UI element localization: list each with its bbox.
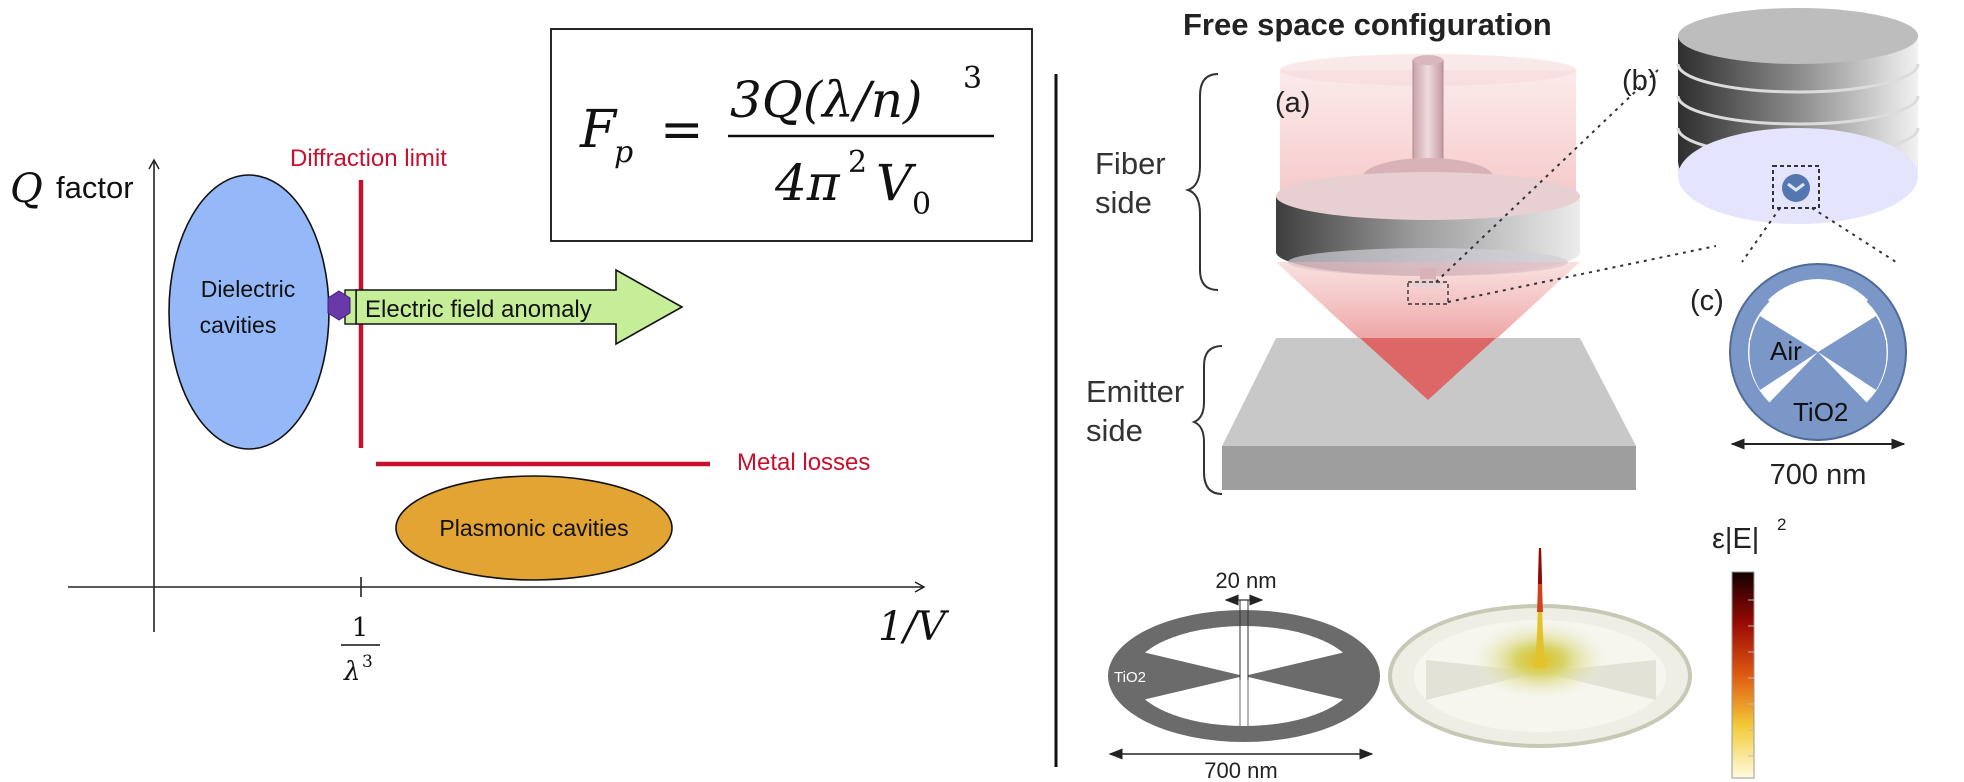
x-tick-denominator: λ [343, 657, 360, 687]
colorbar-label-sup: 2 [1777, 515, 1786, 534]
device-schematic: Free space configuration Fiber side Emit… [1086, 7, 1920, 782]
formula-equals: = [660, 100, 704, 160]
tio2-label-small: TiO2 [1114, 669, 1146, 686]
emitter-side-label-2: side [1086, 413, 1143, 448]
right-title: Free space configuration [1183, 7, 1552, 42]
zoom-line-c [1447, 245, 1717, 303]
emitter-slab-front [1222, 446, 1636, 490]
cavity-chart: Q factor 1/V 1 λ 3 Diffraction limit Met… [10, 28, 1033, 687]
fiber-side-brace [1184, 73, 1219, 291]
metal-losses-label: Metal losses [737, 449, 870, 476]
formula-denominator-sup: 2 [848, 145, 867, 180]
formula-denominator-tail: V [876, 154, 917, 212]
field-render [1388, 548, 1692, 748]
air-label: Air [1770, 336, 1802, 366]
fiber [1412, 59, 1444, 173]
x-tick-numerator: 1 [352, 613, 369, 643]
fiber-side-label-2: side [1095, 185, 1152, 220]
stacked-disk-cavity [1782, 174, 1810, 202]
fiber-tip [1413, 55, 1443, 65]
colorbar-ticks [1748, 599, 1754, 757]
stacked-disk [1676, 8, 1920, 263]
y-axis-word: factor [56, 170, 134, 205]
light-cone [1276, 262, 1580, 402]
bowtie-cavity-c: Air TiO2 [1729, 263, 1907, 441]
formula-numerator: 3Q(λ/n) [730, 71, 923, 129]
stacked-disk-zoom-box [1772, 165, 1820, 209]
cone-tip [1360, 338, 1496, 400]
formula-lhs: F [579, 100, 618, 160]
emitter-side-label-1: Emitter [1086, 374, 1184, 409]
colorbar [1731, 571, 1755, 779]
electric-field-anomaly-arrow [355, 268, 684, 346]
plasmonic-cavities-ellipse [395, 475, 673, 581]
plasmonic-label: Plasmonic cavities [439, 515, 628, 541]
x-tick-denominator-sup: 3 [362, 652, 373, 672]
dim-label-bottom: 700 nm [1204, 758, 1277, 782]
anomaly-label: Electric field anomaly [365, 296, 592, 323]
formula-numerator-sup: 3 [963, 61, 982, 96]
formula-lhs-sub: p [614, 135, 633, 170]
x-axis-label: 1/V [878, 604, 950, 650]
y-axis-symbol: Q [10, 166, 43, 212]
formula-denominator: 4π [774, 154, 841, 212]
emitter-side-brace [1191, 345, 1223, 495]
disk-top [1276, 172, 1580, 220]
label-a: (a) [1275, 87, 1310, 119]
label-b: (b) [1622, 65, 1657, 97]
dielectric-label-line1: Dielectric [201, 276, 296, 302]
fiber-side-label-1: Fiber [1095, 146, 1166, 181]
gap-label: 20 nm [1215, 568, 1276, 593]
purcell-formula: F p = 3Q(λ/n) 3 4π 2 V 0 [579, 61, 994, 222]
anomaly-marker [327, 290, 351, 321]
tio2-label-c: TiO2 [1793, 397, 1848, 427]
bowtie-flat: TiO2 [1108, 610, 1380, 742]
zoom-line-b [1435, 67, 1661, 283]
label-c: (c) [1690, 285, 1724, 317]
colorbar-label: ε|E| [1712, 523, 1759, 555]
cavity-nub [1420, 268, 1436, 282]
dim-label-c: 700 nm [1770, 459, 1867, 491]
dielectric-label-line2: cavities [200, 312, 277, 338]
cavity-nub-bottom [1412, 279, 1444, 289]
formula-denominator-sub: 0 [912, 187, 931, 222]
cavity-zoom-box [1407, 281, 1449, 305]
diffraction-limit-label: Diffraction limit [290, 145, 447, 172]
